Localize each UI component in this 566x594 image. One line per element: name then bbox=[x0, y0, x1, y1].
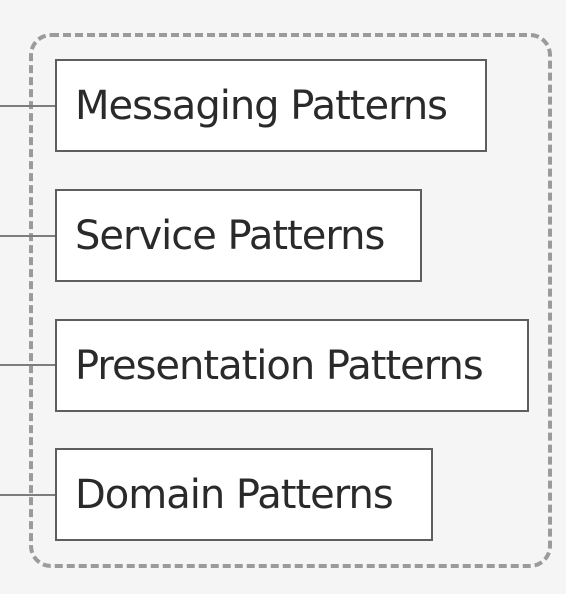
connector-messaging bbox=[0, 105, 56, 107]
connector-presentation bbox=[0, 364, 56, 366]
node-domain-patterns[interactable]: Domain Patterns bbox=[55, 448, 433, 541]
connector-service bbox=[0, 235, 56, 237]
node-presentation-patterns[interactable]: Presentation Patterns bbox=[55, 319, 529, 412]
connector-domain bbox=[0, 494, 56, 496]
group-frame bbox=[29, 33, 552, 568]
node-messaging-patterns[interactable]: Messaging Patterns bbox=[55, 59, 487, 152]
node-label: Presentation Patterns bbox=[75, 342, 484, 389]
node-label: Messaging Patterns bbox=[75, 82, 448, 129]
node-label: Domain Patterns bbox=[75, 471, 394, 518]
node-label: Service Patterns bbox=[75, 212, 385, 259]
node-service-patterns[interactable]: Service Patterns bbox=[55, 189, 422, 282]
